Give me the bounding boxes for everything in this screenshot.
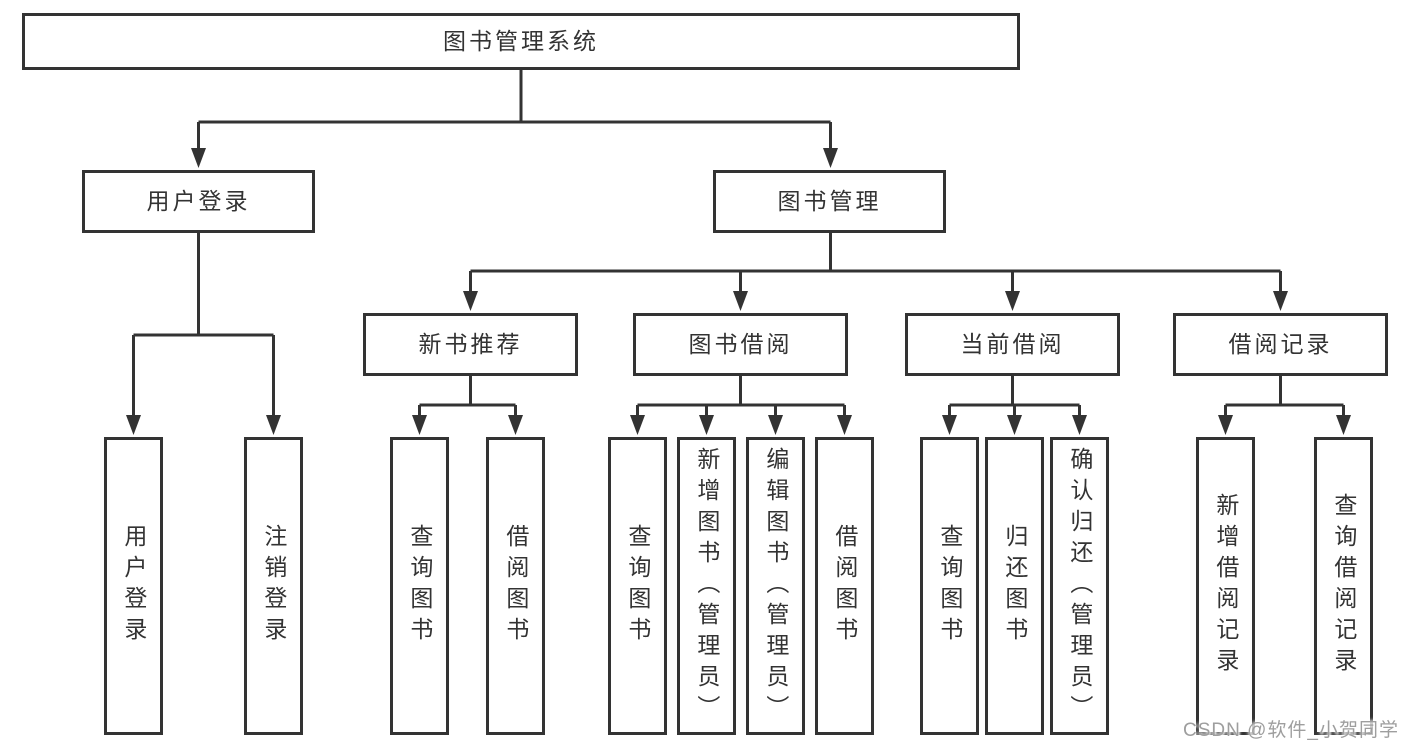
- node-leaf-user-login: 用户登录: [104, 437, 163, 735]
- node-leaf-add-books-admin: 新增图书（管理员）: [677, 437, 736, 735]
- arrow-down-icon: [1336, 415, 1351, 435]
- node-current-borrow: 当前借阅: [905, 313, 1120, 376]
- arrow-down-icon: [942, 415, 957, 435]
- arrow-down-icon: [1007, 415, 1022, 435]
- node-leaf-borrow-books: 借阅图书: [815, 437, 874, 735]
- arrow-down-icon: [1005, 291, 1020, 311]
- node-leaf-return-books: 归还图书: [985, 437, 1044, 735]
- arrowhead-icons: [126, 148, 1351, 435]
- connector-book-management-children: [469, 233, 1282, 293]
- node-new-book-recommend: 新书推荐: [363, 313, 578, 376]
- arrow-down-icon: [508, 415, 523, 435]
- node-book-borrow: 图书借阅: [633, 313, 848, 376]
- node-leaf-confirm-return-admin: 确认归还（管理员）: [1050, 437, 1109, 735]
- arrow-down-icon: [733, 291, 748, 311]
- node-leaf-query-books-current: 查询图书: [920, 437, 979, 735]
- node-root-system: 图书管理系统: [22, 13, 1020, 70]
- arrow-down-icon: [1218, 415, 1233, 435]
- connector-new-book-children: [418, 376, 517, 417]
- connector-current-borrow-children: [948, 376, 1081, 417]
- connector-borrow-records-children: [1224, 376, 1345, 417]
- node-borrow-records: 借阅记录: [1173, 313, 1388, 376]
- node-leaf-add-borrow-record: 新增借阅记录: [1196, 437, 1255, 735]
- node-leaf-query-books-borrow: 查询图书: [608, 437, 667, 735]
- arrow-down-icon: [1072, 415, 1087, 435]
- arrow-down-icon: [768, 415, 783, 435]
- node-leaf-query-borrow-record: 查询借阅记录: [1314, 437, 1373, 735]
- arrow-down-icon: [1273, 291, 1288, 311]
- connector-root-to-level2: [197, 70, 832, 150]
- arrow-down-icon: [823, 148, 838, 168]
- arrow-down-icon: [837, 415, 852, 435]
- node-leaf-query-books-recommend: 查询图书: [390, 437, 449, 735]
- connector-user-login-children: [132, 233, 275, 417]
- arrow-down-icon: [630, 415, 645, 435]
- arrow-down-icon: [463, 291, 478, 311]
- csdn-watermark: CSDN @软件_小贺同学: [1183, 720, 1399, 741]
- arrow-down-icon: [191, 148, 206, 168]
- node-leaf-logout: 注销登录: [244, 437, 303, 735]
- arrow-down-icon: [266, 415, 281, 435]
- node-leaf-edit-books-admin: 编辑图书（管理员）: [746, 437, 805, 735]
- node-book-management: 图书管理: [713, 170, 946, 233]
- arrow-down-icon: [126, 415, 141, 435]
- arrow-down-icon: [699, 415, 714, 435]
- arrow-down-icon: [412, 415, 427, 435]
- node-leaf-borrow-books-recommend: 借阅图书: [486, 437, 545, 735]
- connector-book-borrow-children: [636, 376, 846, 417]
- node-user-login: 用户登录: [82, 170, 315, 233]
